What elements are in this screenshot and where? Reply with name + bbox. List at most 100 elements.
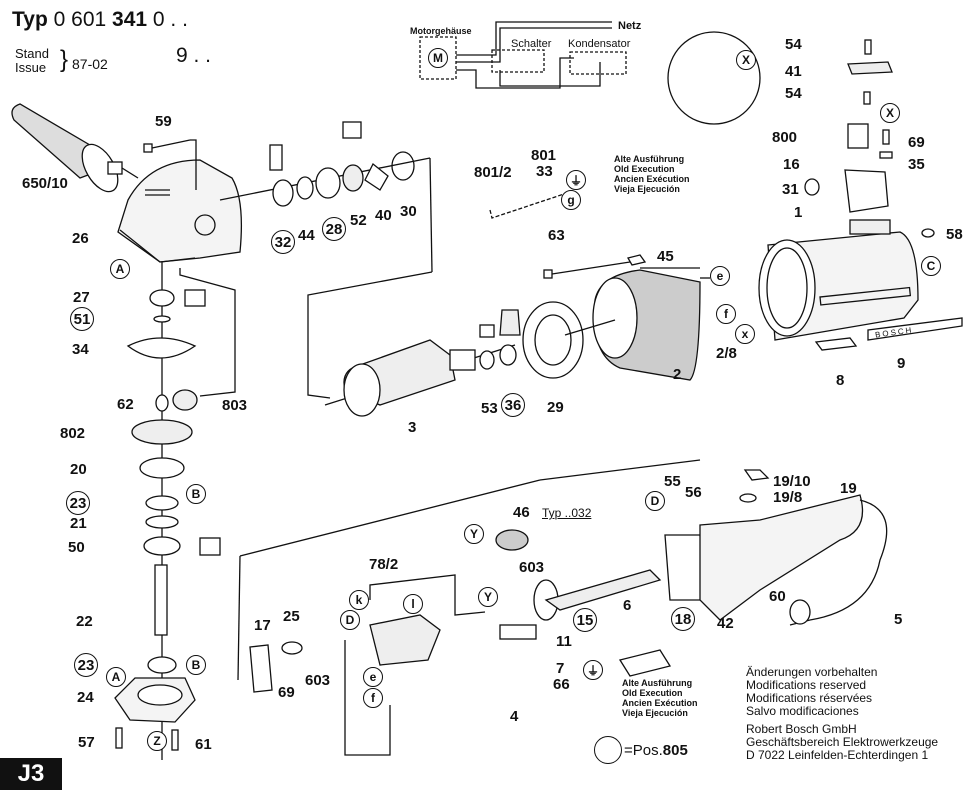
part-label[interactable]: 40 [375,207,392,224]
ref-marker[interactable]: g [561,190,581,210]
ref-marker[interactable]: X [880,103,900,123]
part-label[interactable]: 59 [155,113,172,130]
part-label[interactable]: 30 [400,203,417,220]
part-label[interactable]: 19/8 [773,489,803,506]
typ-note: Typ ..032 [542,506,592,520]
part-label[interactable]: 54 [785,85,802,102]
part-label[interactable]: 8 [836,372,845,389]
part-label[interactable]: 19/10 [773,473,811,490]
part-label-circled[interactable]: 28 [322,217,346,241]
part-label[interactable]: 11 [556,633,572,650]
part-label[interactable]: 46 [513,504,530,521]
part-label[interactable]: 5 [894,611,903,628]
part-label[interactable]: 54 [785,36,802,53]
brush-holder-drawing [667,31,893,213]
part-label[interactable]: 78/2 [369,556,399,573]
ref-marker[interactable]: Y [478,587,498,607]
part-label-circled[interactable]: 32 [271,230,295,254]
part-label[interactable]: 26 [72,230,89,247]
part-label[interactable]: 55 [664,473,681,490]
part-label[interactable]: 69 [908,134,925,151]
modifications-de: Änderungen vorbehalten [746,665,878,679]
part-label[interactable]: 42 [717,615,734,632]
part-label[interactable]: 22 [76,613,93,630]
ref-marker[interactable]: C [921,256,941,276]
ref-marker[interactable]: D [645,491,665,511]
motor-housing-drawing [758,219,963,351]
part-label[interactable]: 52 [350,212,367,229]
part-label[interactable]: 21 [70,515,87,532]
part-label-circled[interactable]: 15 [573,608,597,632]
part-label[interactable]: 66 [553,676,570,693]
ref-marker[interactable]: x [735,324,755,344]
part-label[interactable]: 29 [547,399,564,416]
part-label[interactable]: 63 [548,227,565,244]
ref-marker[interactable]: k [349,590,369,610]
part-label-circled[interactable]: 51 [70,307,94,331]
part-label[interactable]: 60 [769,588,786,605]
part-label[interactable]: 19 [840,480,857,497]
part-label[interactable]: 801 [531,147,557,164]
part-label[interactable]: 6 [623,597,632,614]
part-label[interactable]: 803 [222,397,248,414]
ref-marker[interactable]: Z [147,731,167,751]
ref-marker[interactable]: B [186,655,206,675]
old-execution-note-top: Alte Ausführung Old Execution Ancien Exé… [614,154,690,194]
part-label[interactable]: 1 [794,204,803,221]
part-label[interactable]: 53 [481,400,498,417]
part-label[interactable]: 50 [68,539,85,556]
part-label[interactable]: 44 [298,227,315,244]
ref-marker[interactable]: D [340,610,360,630]
part-label[interactable]: 17 [254,617,271,634]
part-label[interactable]: 603 [305,672,331,689]
part-label[interactable]: 35 [908,156,925,173]
part-label[interactable]: 802 [60,425,86,442]
part-label[interactable]: 650/10 [22,175,68,192]
part-label[interactable]: 31 [782,181,799,198]
part-label[interactable]: 4 [510,708,519,725]
ref-marker[interactable]: l [403,594,423,614]
ref-marker[interactable]: f [716,304,736,324]
part-label[interactable]: 603 [519,559,545,576]
ref-marker[interactable]: e [363,667,383,687]
ref-marker[interactable]: e [710,266,730,286]
ref-marker[interactable]: Y [464,524,484,544]
ref-marker[interactable]: B [186,484,206,504]
ref-marker[interactable]: X [736,50,756,70]
part-label[interactable]: 800 [772,129,798,146]
part-label[interactable]: 56 [685,484,702,501]
part-label-circled[interactable]: 36 [501,393,525,417]
part-label-circled[interactable]: 23 [74,653,98,677]
part-label[interactable]: 57 [78,734,95,751]
part-label[interactable]: 9 [897,355,906,372]
ref-marker[interactable]: A [106,667,126,687]
part-label-circled[interactable]: 23 [66,491,90,515]
part-label[interactable]: 16 [783,156,800,173]
part-label[interactable]: 45 [657,248,674,265]
ref-marker[interactable]: A [110,259,130,279]
part-label[interactable]: 58 [946,226,963,243]
part-label[interactable]: 2/8 [716,345,737,362]
part-label[interactable]: 2 [673,366,682,383]
screw-63-drawing [543,254,647,279]
part-label[interactable]: 62 [117,396,134,413]
part-label[interactable]: 20 [70,461,87,478]
part-label[interactable]: 3 [408,419,417,436]
part-label[interactable]: 7 [556,660,565,677]
part-label[interactable]: 41 [785,63,802,80]
ref-marker[interactable]: f [363,688,383,708]
typ-prefix: 0 601 [53,8,107,31]
part-label[interactable]: 61 [195,736,212,753]
typ-label: Typ [12,8,48,31]
part-label[interactable]: 27 [73,289,90,306]
part-label[interactable]: 801/2 [474,164,512,181]
part-label[interactable]: 33 [536,163,553,180]
circle-marker-icon [594,736,622,764]
part-label[interactable]: 24 [77,689,94,706]
part-label[interactable]: 25 [283,608,300,625]
part-label[interactable]: 69 [278,684,295,701]
part-label-circled[interactable]: 18 [671,607,695,631]
side-handle-drawing [11,103,139,193]
modifications-notice: Änderungen vorbehalten Modifications res… [746,666,877,718]
part-label[interactable]: 34 [72,341,89,358]
